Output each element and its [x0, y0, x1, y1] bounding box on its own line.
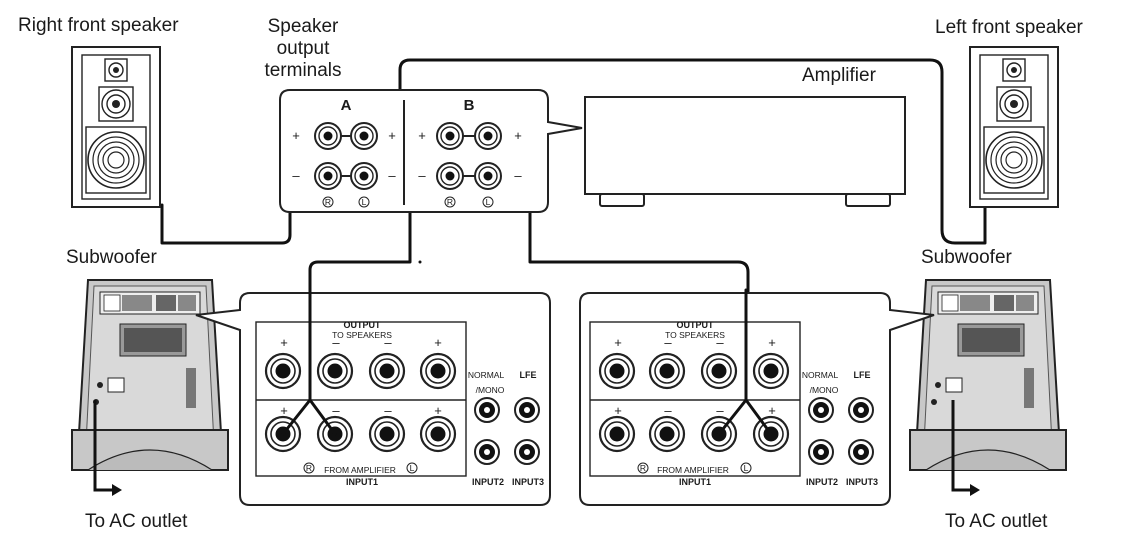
left-from-amplifier: FROM AMPLIFIER	[324, 465, 396, 475]
b-minus-left: –	[418, 168, 426, 183]
b-plus-left: +	[418, 128, 426, 143]
right-in-plus-1: +	[614, 403, 622, 418]
right-out-minus-2: –	[716, 335, 724, 350]
right-front-speaker-label: Right front speaker	[18, 15, 179, 36]
right-to-speakers: TO SPEAKERS	[665, 330, 725, 340]
left-out-minus-1: –	[332, 335, 340, 350]
right-in-plus-2: +	[768, 403, 776, 418]
left-input2: INPUT2	[472, 477, 504, 487]
left-in-minus-2: –	[384, 403, 392, 418]
left-in-plus-1: +	[280, 403, 288, 418]
left-mono: /MONO	[476, 385, 505, 395]
left-output-title: OUTPUT	[344, 320, 382, 330]
a-channel-l: L	[362, 197, 367, 207]
a-minus-left: –	[292, 168, 300, 183]
ac-outlet-left-label: To AC outlet	[85, 511, 188, 532]
left-front-speaker-label: Left front speaker	[935, 17, 1084, 38]
left-normal: NORMAL	[468, 370, 505, 380]
left-out-plus-2: +	[434, 335, 442, 350]
ac-outlet-right-label: To AC outlet	[945, 511, 1048, 532]
speaker-output-terminals-label-2: output	[277, 38, 331, 59]
left-input1: INPUT1	[346, 477, 378, 487]
right-in-minus-2: –	[716, 403, 724, 418]
left-in-plus-2: +	[434, 403, 442, 418]
right-out-minus-1: –	[664, 335, 672, 350]
subwoofer-left-label: Subwoofer	[66, 247, 158, 268]
left-in-l: L	[410, 463, 415, 473]
a-minus-right: –	[388, 168, 396, 183]
right-lfe: LFE	[854, 370, 871, 380]
a-plus-right: +	[388, 128, 396, 143]
b-channel-l: L	[486, 197, 491, 207]
bank-a-label: A	[341, 97, 352, 114]
right-front-speaker	[71, 46, 161, 208]
amplifier	[584, 96, 906, 207]
left-in-r: R	[306, 463, 312, 473]
right-subwoofer	[909, 279, 1067, 496]
b-channel-r: R	[447, 197, 453, 207]
right-out-plus-2: +	[768, 335, 776, 350]
left-in-minus-1: –	[332, 403, 340, 418]
right-output-title: OUTPUT	[677, 320, 715, 330]
right-sub-rear-panel: OUTPUT TO SPEAKERS FROM AMPLIFIER INPUT1…	[579, 292, 935, 506]
left-sub-rear-panel: OUTPUT TO SPEAKERS FROM AMPLIFIER INPUT1…	[195, 292, 551, 506]
speaker-output-terminal-panel: A B + + – – + + – – R L R L	[279, 89, 583, 213]
right-input2: INPUT2	[806, 477, 838, 487]
b-minus-right: –	[514, 168, 522, 183]
right-input1: INPUT1	[679, 477, 711, 487]
bank-a-posts[interactable]	[314, 122, 378, 190]
a-channel-r: R	[325, 197, 331, 207]
right-normal: NORMAL	[802, 370, 839, 380]
right-mono: /MONO	[810, 385, 839, 395]
left-out-plus-1: +	[280, 335, 288, 350]
right-in-minus-1: –	[664, 403, 672, 418]
left-lfe: LFE	[520, 370, 537, 380]
right-input3: INPUT3	[846, 477, 878, 487]
speaker-output-terminals-label-3: terminals	[264, 60, 341, 81]
right-in-l: L	[744, 463, 749, 473]
left-front-speaker	[969, 46, 1059, 208]
right-from-amplifier: FROM AMPLIFIER	[657, 465, 729, 475]
speaker-output-terminals-label-1: Speaker	[268, 16, 339, 37]
subwoofer-right-label: Subwoofer	[921, 247, 1013, 268]
amplifier-label: Amplifier	[802, 65, 877, 86]
left-to-speakers: TO SPEAKERS	[332, 330, 392, 340]
left-input3: INPUT3	[512, 477, 544, 487]
panel-wires	[281, 288, 773, 436]
left-subwoofer	[71, 279, 229, 496]
a-plus-left: +	[292, 128, 300, 143]
left-out-minus-2: –	[384, 335, 392, 350]
right-out-plus-1: +	[614, 335, 622, 350]
b-plus-right: +	[514, 128, 522, 143]
bank-b-label: B	[464, 97, 475, 114]
right-in-r: R	[640, 463, 646, 473]
bank-b-posts[interactable]	[436, 122, 502, 190]
